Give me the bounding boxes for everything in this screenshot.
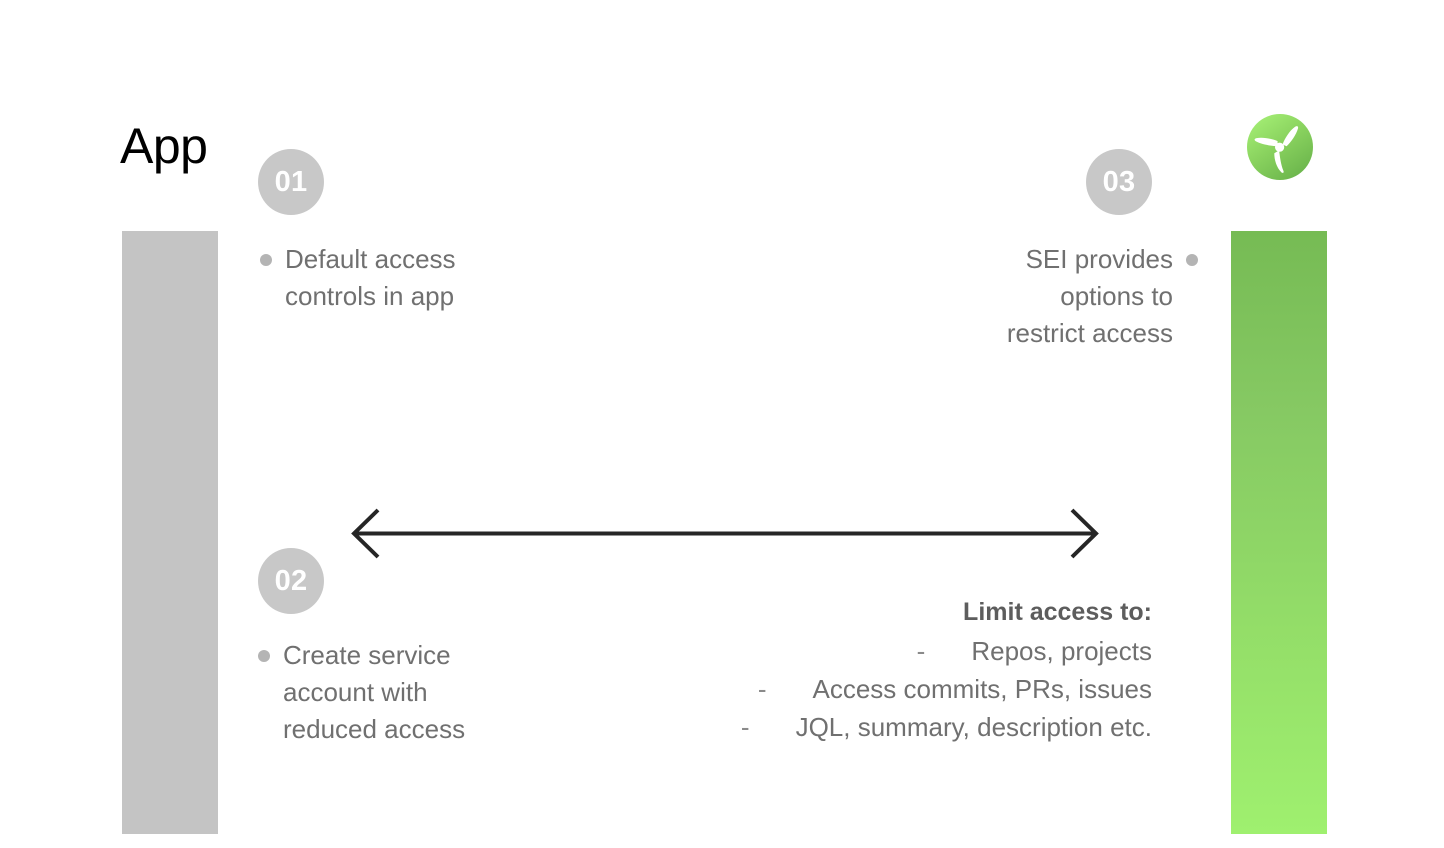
limit-access-item-label: JQL, summary, description etc. [795, 712, 1152, 742]
limit-access-item: - Repos, projects [741, 632, 1152, 670]
dash-marker: - [740, 712, 750, 742]
bullet-dot-icon [260, 254, 272, 266]
step-text-01: Default access controls in app [260, 241, 456, 315]
bullet-dot-icon [258, 650, 270, 662]
page-title: App [120, 118, 208, 174]
step-text-02: Create service account with reduced acce… [258, 637, 465, 748]
dash-marker: - [916, 636, 926, 666]
step-text-03-label: SEI provides options to restrict access [1006, 244, 1173, 348]
step-badge-02: 02 [258, 548, 324, 614]
step-badge-03: 03 [1086, 149, 1152, 215]
step-text-01-label: Default access controls in app [285, 244, 456, 311]
dash-marker: - [757, 674, 767, 704]
limit-access-block: Limit access to: - Repos, projects - Acc… [741, 595, 1152, 746]
step-text-03: SEI provides options to restrict access [1007, 241, 1198, 352]
bidirectional-arrow [345, 500, 1105, 570]
limit-access-item: - JQL, summary, description etc. [741, 708, 1152, 746]
limit-access-item-label: Repos, projects [971, 636, 1152, 666]
bullet-dot-icon [1186, 254, 1198, 266]
sei-propeller-logo [1246, 113, 1314, 181]
step-badge-01: 01 [258, 149, 324, 215]
limit-access-item: - Access commits, PRs, issues [741, 670, 1152, 708]
limit-access-title: Limit access to: [963, 598, 1152, 626]
limit-access-item-label: Access commits, PRs, issues [812, 674, 1152, 704]
sei-bar [1231, 231, 1327, 834]
app-bar [122, 231, 218, 834]
step-text-02-label: Create service account with reduced acce… [283, 640, 466, 744]
